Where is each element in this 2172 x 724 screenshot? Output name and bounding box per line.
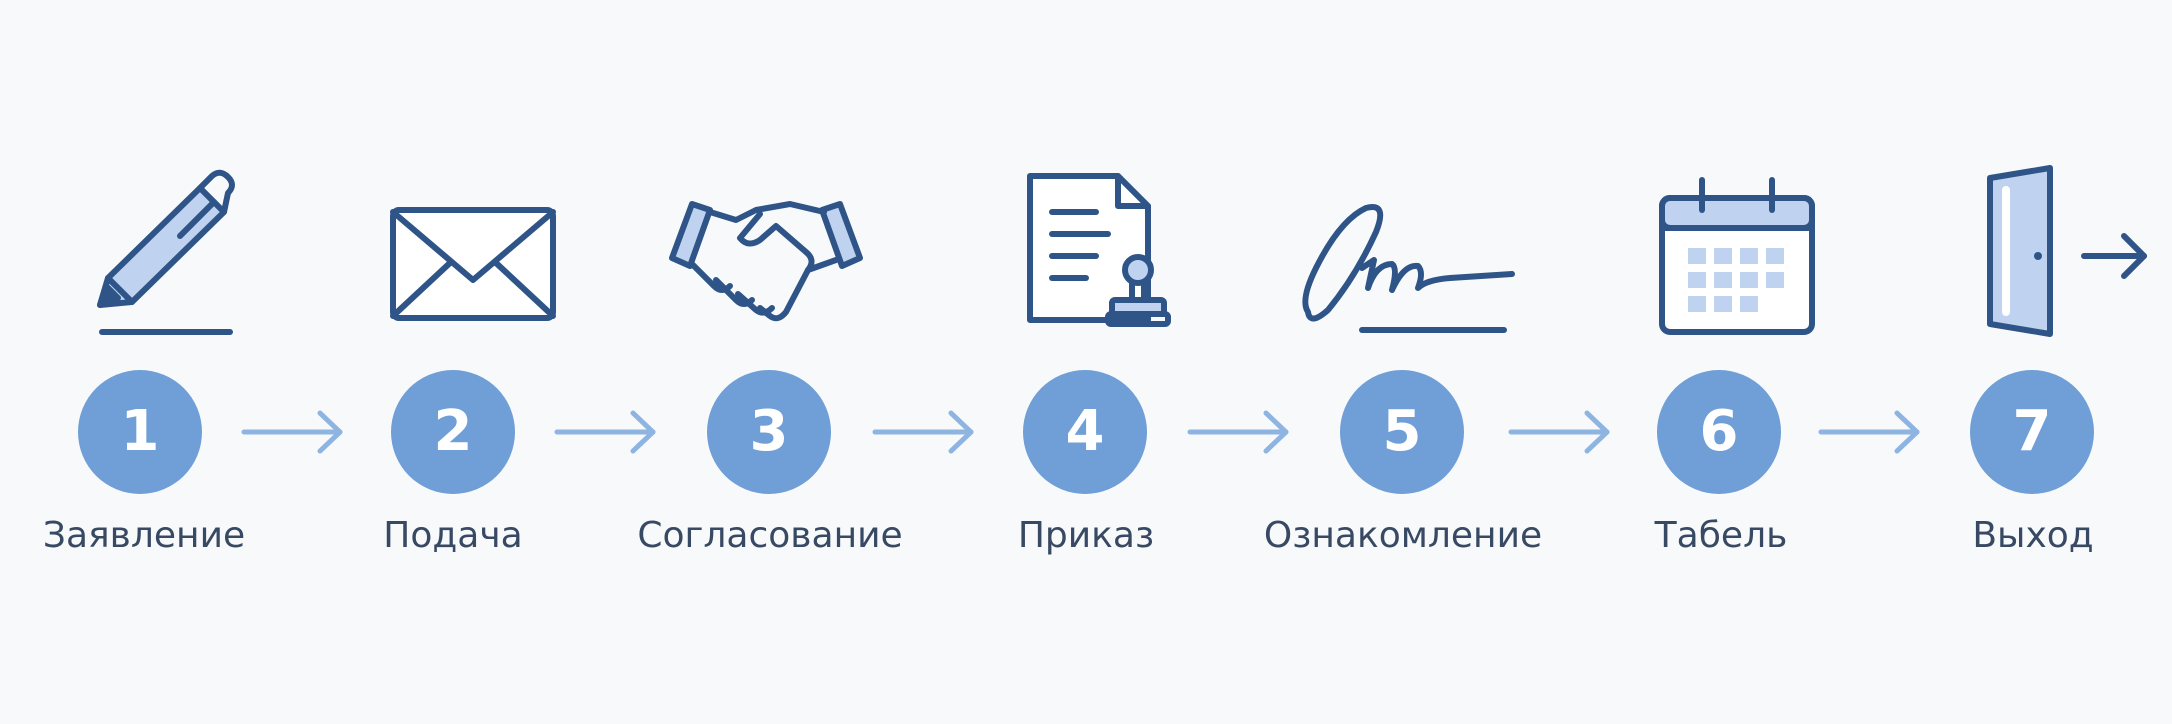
- step-label-7: Выход: [1972, 515, 2094, 556]
- step-label-4: Приказ: [1017, 515, 1155, 556]
- step-number-7: 7: [1970, 370, 2094, 494]
- arrow-right-icon: [554, 410, 656, 454]
- step-label-6: Табель: [1654, 515, 1788, 556]
- document-stamp-icon: [962, 160, 1202, 340]
- pen-icon: [20, 160, 260, 340]
- step-number-1: 1: [78, 370, 202, 494]
- arrow-right-icon: [1187, 410, 1289, 454]
- step-label-5: Ознакомление: [1263, 515, 1543, 556]
- step-label-3: Согласование: [637, 515, 903, 556]
- exit-door-icon: [1918, 160, 2158, 340]
- arrow-right-icon: [1818, 410, 1920, 454]
- step-number-3: 3: [707, 370, 831, 494]
- arrow-right-icon: [241, 410, 343, 454]
- step-number-2: 2: [391, 370, 515, 494]
- handshake-icon: [646, 160, 886, 340]
- envelope-icon: [333, 160, 573, 340]
- signature-icon: [1282, 160, 1522, 340]
- calendar-icon: [1600, 160, 1840, 340]
- arrow-right-icon: [1508, 410, 1610, 454]
- step-number-6: 6: [1657, 370, 1781, 494]
- step-label-2: Подача: [383, 515, 523, 556]
- step-number-4: 4: [1023, 370, 1147, 494]
- arrow-right-icon: [872, 410, 974, 454]
- step-number-5: 5: [1340, 370, 1464, 494]
- step-label-1: Заявление: [42, 515, 246, 556]
